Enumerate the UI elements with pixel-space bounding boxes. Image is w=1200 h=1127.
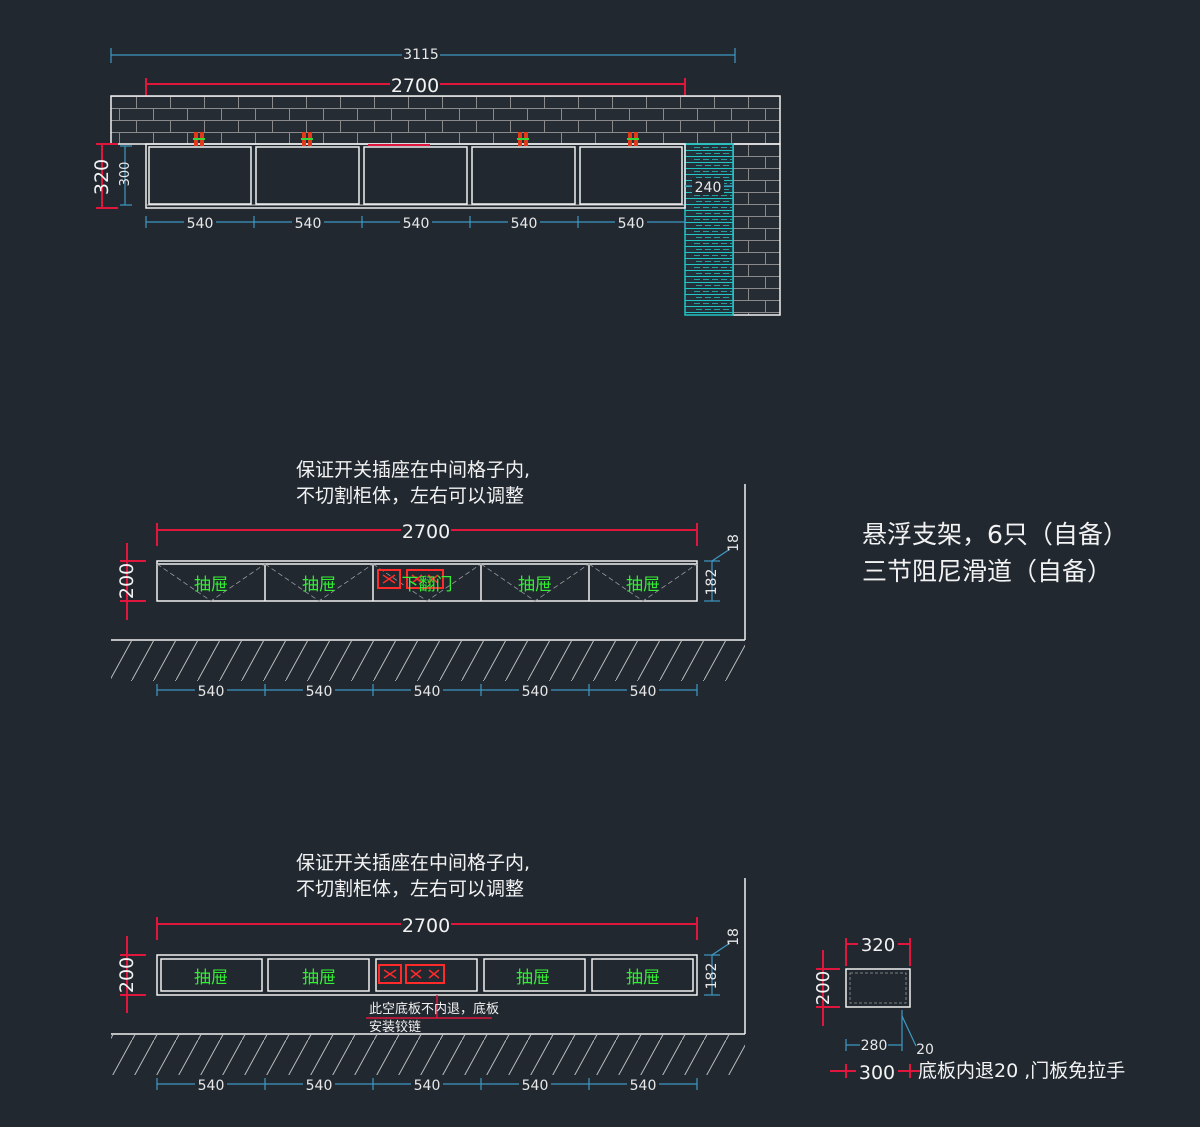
elev2-dim-top-label: 18: [726, 928, 742, 946]
plan-bay-dim-2: 540: [295, 216, 322, 232]
side-note-line1: 悬浮支架，6只（自备）: [862, 520, 1128, 549]
cyan-wall-column: [684, 143, 734, 316]
elev2-dim-width-label: 2700: [402, 915, 450, 937]
section-dim-setback-label: 20: [916, 1042, 934, 1058]
elev2-dim-inner-label: 182: [704, 963, 720, 990]
elev2-dim-bays: 540 540 540 540 540: [156, 1077, 698, 1094]
brick-wall-right: [732, 143, 781, 316]
plan-dim-bays: 540 540 540 540 540: [145, 215, 686, 232]
plan-bay-dim-5: 540: [618, 216, 645, 232]
elev1-labels: 抽屉 抽屉 下翻门 抽屉 抽屉: [194, 575, 660, 595]
plan-dim-overall: 3115: [110, 45, 736, 63]
section-dim-inner: 280 20: [845, 1010, 934, 1058]
elev2-dim-width: 2700: [156, 914, 698, 940]
plan-view: 3115 2700: [91, 45, 781, 316]
elev2-labels: 抽屉 抽屉 抽屉 抽屉: [194, 968, 660, 988]
elev1-bay-dim-1: 540: [198, 684, 225, 700]
elev2-ground-hatch: [111, 1035, 745, 1075]
section-dim-height: 200: [813, 950, 840, 1026]
plan-bay-dim-4: 540: [511, 216, 538, 232]
elev2-note-line1: 保证开关插座在中间格子内,: [296, 852, 530, 874]
elev1-socket-icons: [377, 569, 444, 589]
plan-dim-depth-inner-label: 300: [118, 162, 133, 187]
elev2-bottom-note: 此空底板不内退，底板 安装铰链: [366, 995, 499, 1035]
elev2-bottom-note-line1: 此空底板不内退，底板: [369, 1001, 499, 1017]
plan-bay-dim-1: 540: [187, 216, 214, 232]
elev1-bay-dim-4: 540: [522, 684, 549, 700]
elev2-bay-dim-3: 540: [414, 1078, 441, 1094]
elev1-label-2: 抽屉: [302, 575, 336, 595]
brick-wall-top: [110, 95, 781, 145]
elev2-bay-dim-5: 540: [630, 1078, 657, 1094]
section-dim-bottom-label: 300: [859, 1062, 895, 1084]
elev1-cabinet: [156, 560, 698, 602]
elev2-socket-icons: [378, 964, 445, 984]
section-dim-top-label: 320: [861, 935, 895, 956]
elev1-dim-top-label: 18: [726, 534, 742, 552]
elev1-dim-right: 18 182: [704, 534, 742, 602]
elev2-bay-dim-1: 540: [198, 1078, 225, 1094]
elevation-2: 保证开关插座在中间格子内, 不切割柜体，左右可以调整 2700: [111, 852, 746, 1094]
elev1-note-line2: 不切割柜体，左右可以调整: [296, 485, 524, 507]
elev1-dim-width: 2700: [156, 520, 698, 546]
plan-dim-cabinet-label: 2700: [391, 75, 439, 97]
elev1-label-4: 抽屉: [518, 575, 552, 595]
side-notes: 悬浮支架，6只（自备） 三节阻尼滑道（自备）: [862, 520, 1128, 586]
elev1-dim-height-label: 200: [116, 563, 138, 599]
section-note: 底板内退20 ,门板免拉手: [918, 1060, 1125, 1082]
plan-dim-depth-outer-label: 320: [91, 159, 113, 195]
plan-cabinet: [145, 143, 686, 209]
plan-dim-wall-label: 240: [695, 180, 722, 196]
elev1-bay-dim-2: 540: [306, 684, 333, 700]
elev1-dim-height: 200: [116, 543, 146, 620]
elev1-label-5: 抽屉: [626, 575, 660, 595]
plan-dim-overall-label: 3115: [403, 47, 439, 63]
plan-dim-cabinet: 2700: [145, 74, 686, 98]
elev2-note-line2: 不切割柜体，左右可以调整: [296, 878, 524, 900]
section-box: [845, 968, 911, 1008]
elev1-label-1: 抽屉: [194, 575, 228, 595]
elev2-label-2: 抽屉: [302, 968, 336, 988]
elevation-1: 保证开关插座在中间格子内, 不切割柜体，左右可以调整 2700: [111, 459, 746, 700]
elev1-dim-bays: 540 540 540 540 540: [156, 683, 698, 700]
plan-dim-depth: 320 300: [91, 143, 133, 209]
section-dim-bottom: 300: [830, 1061, 920, 1084]
plan-bay-dim-3: 540: [403, 216, 430, 232]
plan-dim-wall: 240: [685, 178, 733, 196]
elev2-label-1: 抽屉: [194, 968, 228, 988]
elev1-bay-dim-5: 540: [630, 684, 657, 700]
elev2-bay-dim-4: 540: [522, 1078, 549, 1094]
elev2-cabinet: [156, 954, 698, 996]
section-detail: 320 200 280 20 300 底板内退20 ,门板免拉手: [813, 935, 1125, 1084]
section-dim-inner-label: 280: [861, 1038, 888, 1054]
section-dim-height-label: 200: [813, 971, 834, 1005]
elev2-dim-height: 200: [116, 936, 146, 1013]
side-note-line2: 三节阻尼滑道（自备）: [862, 557, 1112, 586]
elev1-dim-inner-label: 182: [704, 569, 720, 596]
elev2-bay-dim-2: 540: [306, 1078, 333, 1094]
elev2-dim-height-label: 200: [116, 957, 138, 993]
elev1-label-3: 下翻门: [402, 575, 453, 595]
elev1-bay-dim-3: 540: [414, 684, 441, 700]
elev1-note-line1: 保证开关插座在中间格子内,: [296, 459, 530, 481]
elev2-label-3: 抽屉: [516, 968, 550, 988]
elev1-ground-hatch: [111, 641, 745, 681]
section-dim-top: 320: [845, 935, 911, 966]
elev2-dim-right: 18 182: [704, 928, 742, 996]
elev2-label-4: 抽屉: [626, 968, 660, 988]
elev1-dim-width-label: 2700: [402, 521, 450, 543]
elev2-bottom-note-line2: 安装铰链: [369, 1020, 421, 1035]
bracket-icons: [193, 132, 639, 146]
